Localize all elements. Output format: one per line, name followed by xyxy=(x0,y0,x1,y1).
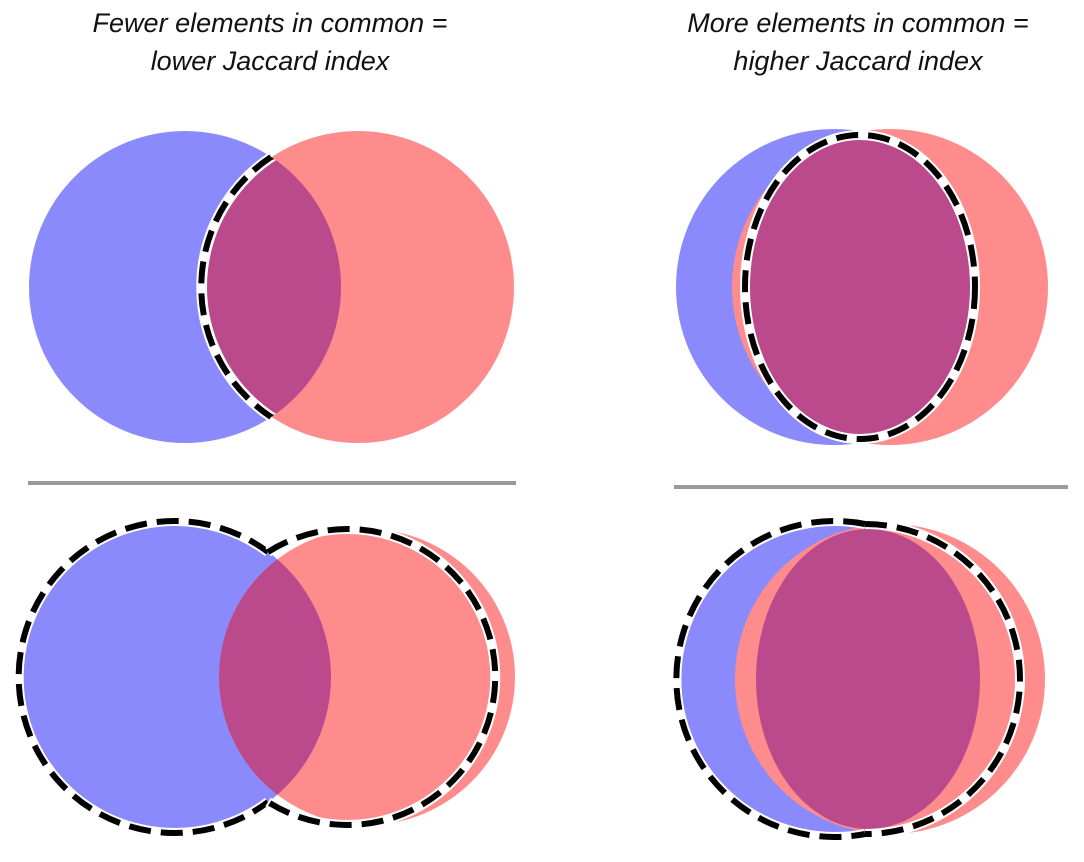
right-title-line1: More elements in common = xyxy=(687,8,1029,38)
right-panel-title: More elements in common = higher Jaccard… xyxy=(608,4,1084,80)
venn-top-right xyxy=(676,129,1048,445)
left-title-line2: lower Jaccard index xyxy=(150,46,390,76)
intersection-region xyxy=(745,135,975,439)
venn-top-left xyxy=(29,131,514,443)
venn-bottom-right xyxy=(671,516,1045,842)
intersection-region xyxy=(756,529,980,829)
union-outline xyxy=(671,516,866,842)
right-title-line2: higher Jaccard index xyxy=(733,46,983,76)
left-panel-title: Fewer elements in common = lower Jaccard… xyxy=(20,4,520,80)
left-title-line1: Fewer elements in common = xyxy=(92,8,448,38)
intersection-region xyxy=(202,131,341,443)
venn-bottom-left xyxy=(13,516,515,838)
intersection-region xyxy=(219,529,331,825)
